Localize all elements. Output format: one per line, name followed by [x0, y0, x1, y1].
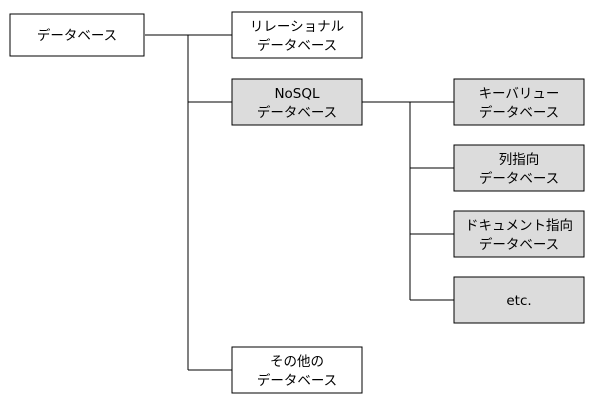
node-document-line2: データベース	[479, 236, 559, 253]
node-column-line2: データベース	[479, 170, 559, 187]
node-document-line1: ドキュメント指向	[465, 218, 573, 234]
node-relational-line1: リレーショナル	[250, 19, 344, 35]
node-database: データベース	[9, 13, 145, 57]
node-nosql-line2: データベース	[257, 104, 337, 121]
node-database-label: データベース	[37, 27, 117, 44]
node-column-oriented-database: 列指向 データベース	[453, 144, 585, 192]
connectors	[145, 34, 454, 371]
node-relational-database: リレーショナル データベース	[231, 11, 363, 59]
node-etc: etc.	[453, 276, 585, 324]
node-nosql-line1: NoSQL	[274, 86, 320, 102]
node-other-line1: その他の	[270, 354, 324, 370]
node-other-database: その他の データベース	[231, 346, 363, 394]
node-keyvalue-line2: データベース	[479, 104, 559, 121]
node-etc-label: etc.	[506, 293, 531, 309]
node-document-oriented-database: ドキュメント指向 データベース	[453, 210, 585, 258]
node-keyvalue-database: キーバリュー データベース	[453, 78, 585, 126]
node-relational-line2: データベース	[257, 37, 337, 54]
node-column-line1: 列指向	[499, 152, 540, 168]
node-other-line2: データベース	[257, 372, 337, 389]
node-nosql-database: NoSQL データベース	[231, 78, 363, 126]
node-keyvalue-line1: キーバリュー	[479, 86, 560, 102]
